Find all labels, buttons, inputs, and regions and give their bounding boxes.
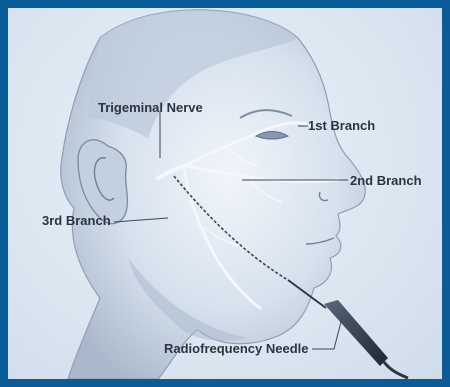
illustration-panel: Trigeminal Nerve 1st Branch 2nd Branch 3… — [8, 8, 442, 379]
label-3rd-branch: 3rd Branch — [42, 213, 111, 228]
label-radiofrequency-needle: Radiofrequency Needle — [164, 341, 309, 356]
needle-cable — [384, 362, 408, 378]
label-trigeminal-nerve: Trigeminal Nerve — [98, 100, 203, 115]
label-1st-branch: 1st Branch — [308, 118, 375, 133]
needle-handle — [324, 300, 388, 366]
label-2nd-branch: 2nd Branch — [350, 173, 422, 188]
leader-needle — [312, 318, 342, 349]
face-diagram: Trigeminal Nerve 1st Branch 2nd Branch 3… — [8, 8, 442, 379]
